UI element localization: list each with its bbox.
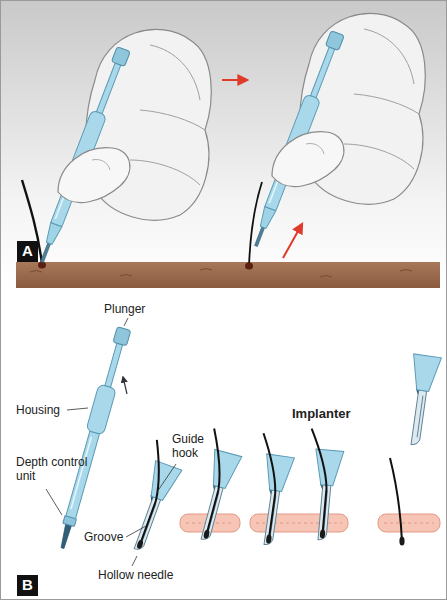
- skin-texture: [30, 269, 412, 278]
- sequence-arrow: [222, 79, 247, 81]
- skin-layer: [186, 523, 434, 524]
- part-label: Groove: [84, 530, 123, 544]
- hair-bulb: [399, 537, 404, 546]
- part-label: Guide hook: [172, 432, 218, 461]
- part-label: Depth control unit: [16, 455, 98, 484]
- implanter-pen: [35, 46, 132, 265]
- leader-line: [132, 556, 137, 566]
- implanter-parts: [53, 326, 132, 550]
- direction-arrow: [123, 377, 127, 394]
- graft-hair: [302, 429, 334, 539]
- panel-letter: B: [22, 577, 33, 594]
- implanter-stage: [302, 429, 345, 542]
- graft-hair: [120, 440, 178, 550]
- part-label: Plunger: [104, 302, 145, 316]
- leader-line: [157, 464, 176, 492]
- implanter-pen: [249, 30, 346, 249]
- implanter-stage: [248, 433, 297, 547]
- part-label: Housing: [16, 403, 60, 417]
- panel-letter: A: [22, 243, 33, 260]
- withdraw-arrow: [283, 224, 302, 258]
- leader-line: [126, 526, 146, 537]
- leader-line: [124, 318, 128, 326]
- figure-heading: Implanter: [292, 406, 351, 422]
- hair: [22, 180, 42, 264]
- thumb: [272, 132, 344, 187]
- panel-label-box: A: [17, 241, 38, 262]
- hair-bulb: [245, 263, 253, 270]
- panel-background: [0, 0, 447, 290]
- implanted-hair: [390, 458, 402, 542]
- thumb: [58, 148, 130, 203]
- skin-band: [16, 262, 440, 288]
- hand-group: [249, 13, 426, 248]
- implanter-tip: [401, 354, 441, 447]
- leader-line: [46, 489, 62, 515]
- graft-hair: [248, 433, 285, 544]
- hair-bulb: [38, 262, 46, 269]
- panel-label-box: B: [17, 575, 38, 596]
- hair: [249, 182, 262, 266]
- part-label: Hollow needle: [98, 568, 173, 582]
- leader-line: [67, 408, 88, 410]
